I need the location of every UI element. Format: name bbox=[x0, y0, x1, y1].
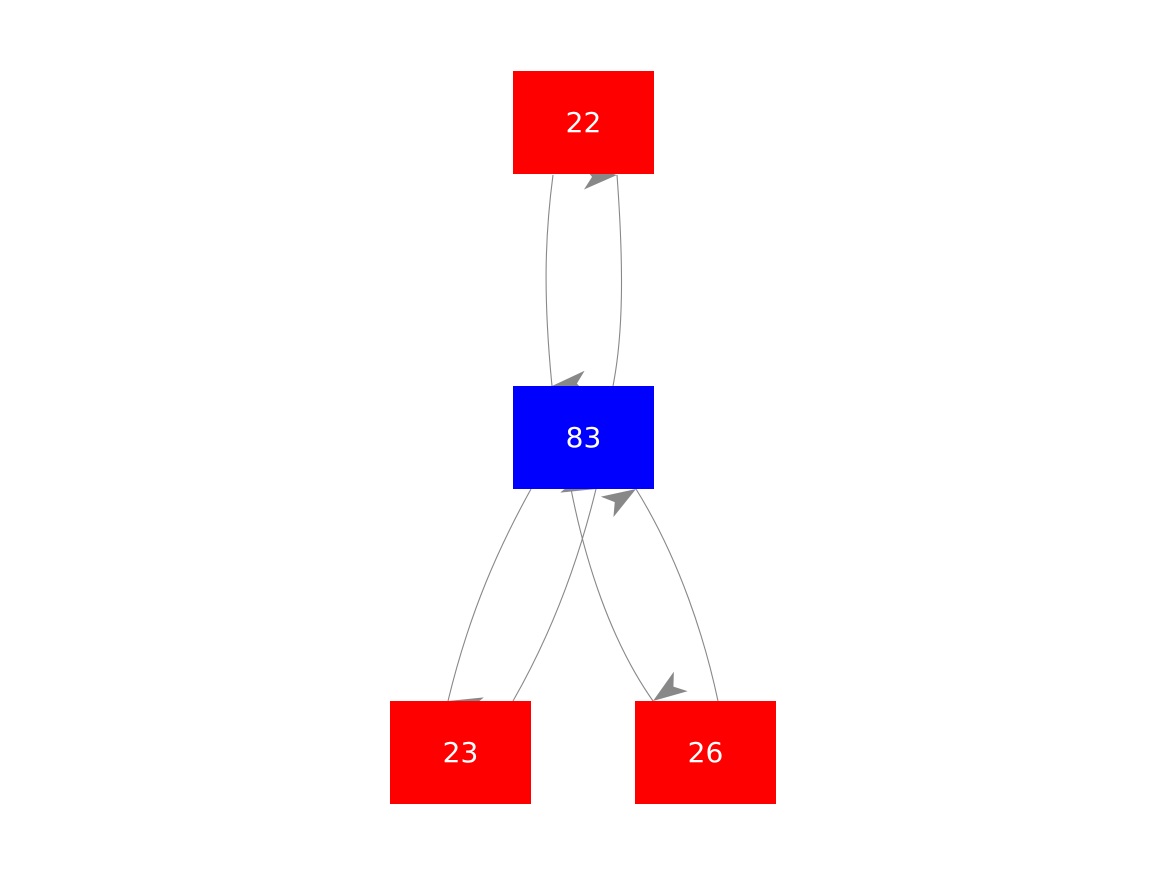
node-23-label: 23 bbox=[443, 736, 479, 769]
node-83[interactable]: 83 bbox=[513, 386, 654, 489]
edge-83-to-23 bbox=[447, 488, 532, 721]
edges-layer bbox=[447, 165, 719, 721]
node-22[interactable]: 22 bbox=[513, 71, 654, 174]
node-22-label: 22 bbox=[566, 106, 602, 139]
edge-26-to-83 bbox=[600, 488, 719, 702]
node-26[interactable]: 26 bbox=[635, 701, 776, 804]
node-23[interactable]: 23 bbox=[390, 701, 531, 804]
edge-23-to-83 bbox=[512, 469, 597, 702]
node-23-box bbox=[390, 701, 531, 804]
node-26-label: 26 bbox=[688, 736, 724, 769]
node-83-label: 83 bbox=[566, 421, 602, 454]
edge-83-to-22 bbox=[582, 165, 623, 387]
nodes-layer: 22 83 23 26 bbox=[390, 71, 776, 804]
node-22-box bbox=[513, 71, 654, 174]
node-83-box bbox=[513, 386, 654, 489]
node-26-box bbox=[635, 701, 776, 804]
edge-83-to-26 bbox=[570, 488, 688, 702]
edge-22-to-83 bbox=[545, 174, 588, 395]
